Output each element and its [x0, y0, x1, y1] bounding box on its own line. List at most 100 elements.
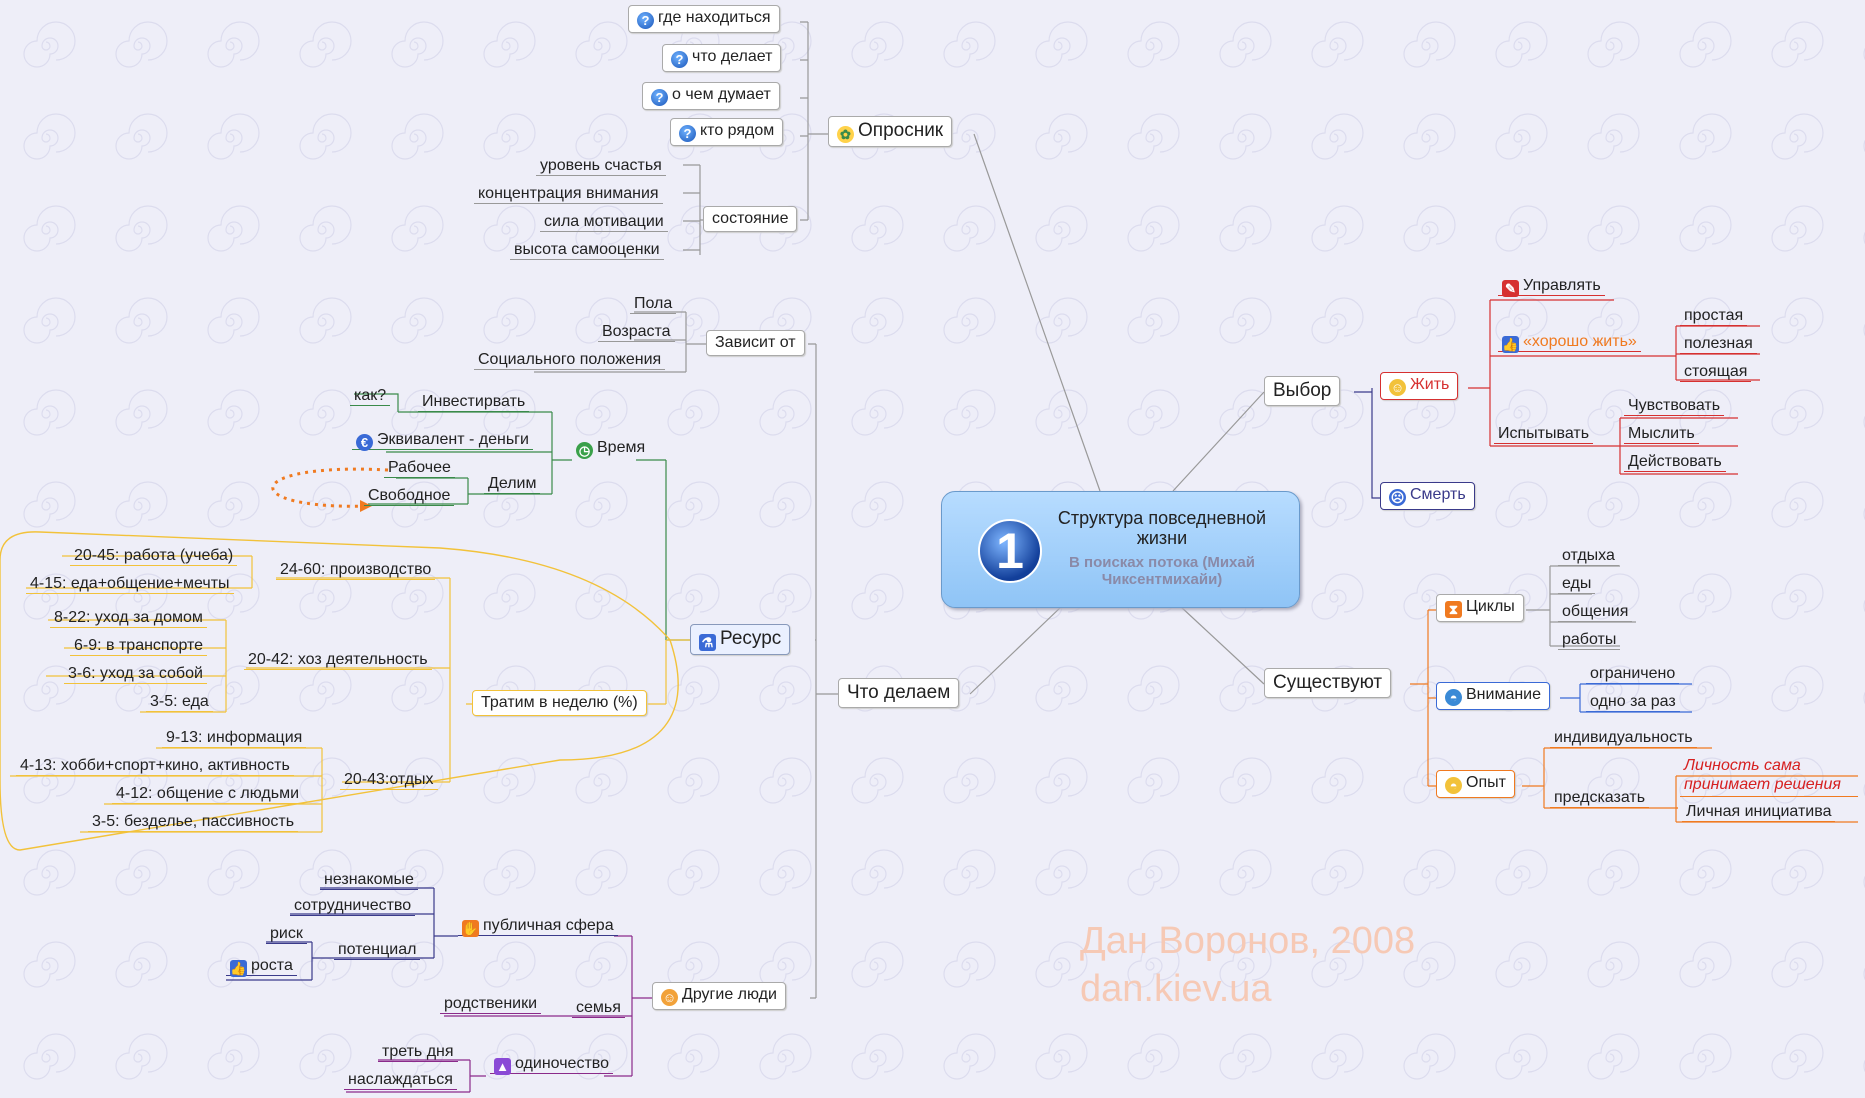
public-cooperation[interactable]: сотрудничество	[290, 896, 416, 916]
spend-home-care[interactable]: 8-22: уход за домом	[50, 608, 207, 628]
smile-icon: ☺	[1389, 379, 1406, 396]
live-manage[interactable]: ✎Управлять	[1498, 276, 1605, 297]
exist-experience-label: Опыт	[1466, 774, 1506, 791]
experience-individual[interactable]: индивидуальность	[1550, 728, 1697, 748]
depends-age[interactable]: Возраста	[598, 322, 675, 342]
time-free[interactable]: Свободное	[364, 486, 455, 506]
state-concentration[interactable]: концентрация внимания	[474, 184, 663, 204]
spend-information[interactable]: 9-13: информация	[162, 728, 307, 748]
spend-self-care[interactable]: 3-6: уход за собой	[64, 664, 207, 684]
cycle-rest[interactable]: отдыха	[1558, 546, 1619, 566]
cycle-food[interactable]: еды	[1558, 574, 1596, 594]
question-who[interactable]: ?кто рядом	[670, 118, 784, 146]
choice-death[interactable]: ☹Смерть	[1380, 482, 1475, 510]
well-worthy[interactable]: стоящая	[1680, 362, 1752, 382]
question-what[interactable]: ?что делает	[662, 44, 782, 72]
spend-rest[interactable]: 20-43:отдых	[340, 770, 438, 790]
experience-predict[interactable]: предсказать	[1550, 788, 1650, 808]
watermark-site: dan.kiev.ua	[1080, 968, 1272, 1010]
spend-food-talk[interactable]: 4-15: еда+общение+мечты	[26, 574, 234, 594]
well-simple[interactable]: простая	[1680, 306, 1748, 326]
spend-transport[interactable]: 6-9: в транспорте	[70, 636, 208, 656]
question-where[interactable]: ?где находиться	[628, 5, 780, 33]
pencil-icon: ✎	[1502, 280, 1519, 297]
spend-people[interactable]: 4-12: общение с людьми	[112, 784, 304, 804]
choice-live[interactable]: ☺Жить	[1380, 372, 1459, 400]
exist-cycles[interactable]: ⧗Циклы	[1436, 594, 1524, 622]
predict-initiative[interactable]: Личная инициатива	[1682, 802, 1836, 822]
spend-work-study[interactable]: 20-45: работа (учеба)	[70, 546, 238, 566]
topic-chto-delaem[interactable]: Что делаем	[838, 678, 960, 708]
people-alone[interactable]: ▲одиночество	[490, 1054, 613, 1075]
topic-people[interactable]: ☺Другие люди	[652, 982, 786, 1010]
state-happiness[interactable]: уровень счастья	[536, 156, 666, 176]
choice-live-label: Жить	[1410, 376, 1450, 393]
topic-zavisit[interactable]: Зависит от	[706, 330, 805, 356]
topic-sushch[interactable]: Существуют	[1264, 668, 1392, 698]
predict-personality[interactable]: Личность сама принимает решения	[1680, 756, 1858, 797]
topic-oprosnik[interactable]: ✿Опросник	[828, 116, 953, 147]
spend-hobby[interactable]: 4-13: хобби+спорт+кино, активность	[16, 756, 294, 776]
resource-icon: ⚗	[699, 634, 716, 651]
question-icon: ?	[679, 125, 696, 142]
alone-third[interactable]: треть дня	[378, 1042, 458, 1062]
sad-face-icon: ☹	[1389, 489, 1406, 506]
exist-experience[interactable]: ◓Опыт	[1436, 770, 1515, 798]
time-money[interactable]: €Эквивалент - деньги	[352, 430, 533, 451]
time-invest[interactable]: Инвестирвать	[418, 392, 530, 412]
topic-time[interactable]: ◷Время	[572, 438, 649, 459]
public-strangers[interactable]: незнакомые	[320, 870, 418, 890]
spend-idle[interactable]: 3-5: безделье, пассивность	[88, 812, 299, 832]
time-work[interactable]: Рабочее	[384, 458, 455, 478]
person-icon: ☺	[661, 989, 678, 1006]
dome-icon: ◓	[1445, 777, 1462, 794]
question-icon: ?	[651, 89, 668, 106]
exist-cycles-label: Циклы	[1466, 598, 1515, 615]
people-public[interactable]: ✋публичная сфера	[458, 916, 618, 937]
potential-growth-label: роста	[251, 957, 293, 974]
time-divide[interactable]: Делим	[484, 474, 541, 494]
depends-gender[interactable]: Пола	[630, 294, 677, 314]
topic-vybor[interactable]: Выбор	[1264, 376, 1341, 406]
live-experience[interactable]: Испытывать	[1494, 424, 1594, 444]
time-how[interactable]: как?	[350, 386, 391, 406]
live-well[interactable]: 👍«хорошо жить»	[1498, 332, 1641, 353]
potential-growth[interactable]: 👍роста	[226, 956, 297, 977]
cycle-social[interactable]: общения	[1558, 602, 1633, 622]
people-family[interactable]: семья	[572, 998, 625, 1018]
topic-oprosnik-label: Опросник	[858, 120, 944, 141]
public-potential[interactable]: потенциал	[334, 940, 421, 960]
potential-risk[interactable]: риск	[266, 924, 307, 944]
choice-death-label: Смерть	[1410, 486, 1466, 503]
central-subtitle: В поисках потока (Михай Чиксентмихайи)	[1069, 554, 1255, 588]
state-selfesteem[interactable]: высота самооценки	[510, 240, 664, 260]
question-think[interactable]: ?о чем думает	[642, 82, 780, 110]
well-useful[interactable]: полезная	[1680, 334, 1757, 354]
cycle-work[interactable]: работы	[1558, 630, 1621, 650]
central-topic[interactable]: 1 Структура повседневной жизни В поисках…	[941, 491, 1300, 608]
experience-feel[interactable]: Чувствовать	[1624, 396, 1725, 416]
exist-attention[interactable]: ◓Внимание	[1436, 682, 1551, 710]
topic-resurs[interactable]: ⚗Ресурс	[690, 624, 791, 655]
topic-state-label: состояние	[712, 210, 789, 227]
experience-think[interactable]: Мыслить	[1624, 424, 1699, 444]
spend-household[interactable]: 20-42: хоз деятельность	[244, 650, 432, 670]
topic-tratim[interactable]: Тратим в неделю (%)	[472, 690, 647, 716]
question-where-label: где находиться	[658, 9, 771, 26]
experience-act[interactable]: Действовать	[1624, 452, 1726, 472]
spend-food[interactable]: 3-5: еда	[146, 692, 213, 712]
topic-state[interactable]: состояние	[703, 206, 798, 232]
people-alone-label: одиночество	[515, 1055, 609, 1072]
central-number-icon: 1	[978, 519, 1042, 583]
attention-limited[interactable]: ограничено	[1586, 664, 1680, 684]
dome-icon: ◓	[1445, 689, 1462, 706]
hourglass-icon: ⧗	[1445, 601, 1462, 618]
spend-production[interactable]: 24-60: производство	[276, 560, 436, 580]
attention-one[interactable]: одно за раз	[1586, 692, 1680, 712]
alone-enjoy[interactable]: наслаждаться	[344, 1070, 457, 1090]
family-relatives[interactable]: родственики	[440, 994, 542, 1014]
state-motivation[interactable]: сила мотивации	[540, 212, 668, 232]
depends-social[interactable]: Социального положения	[474, 350, 666, 370]
topic-time-label: Время	[597, 439, 646, 456]
time-money-label: Эквивалент - деньги	[377, 431, 529, 448]
